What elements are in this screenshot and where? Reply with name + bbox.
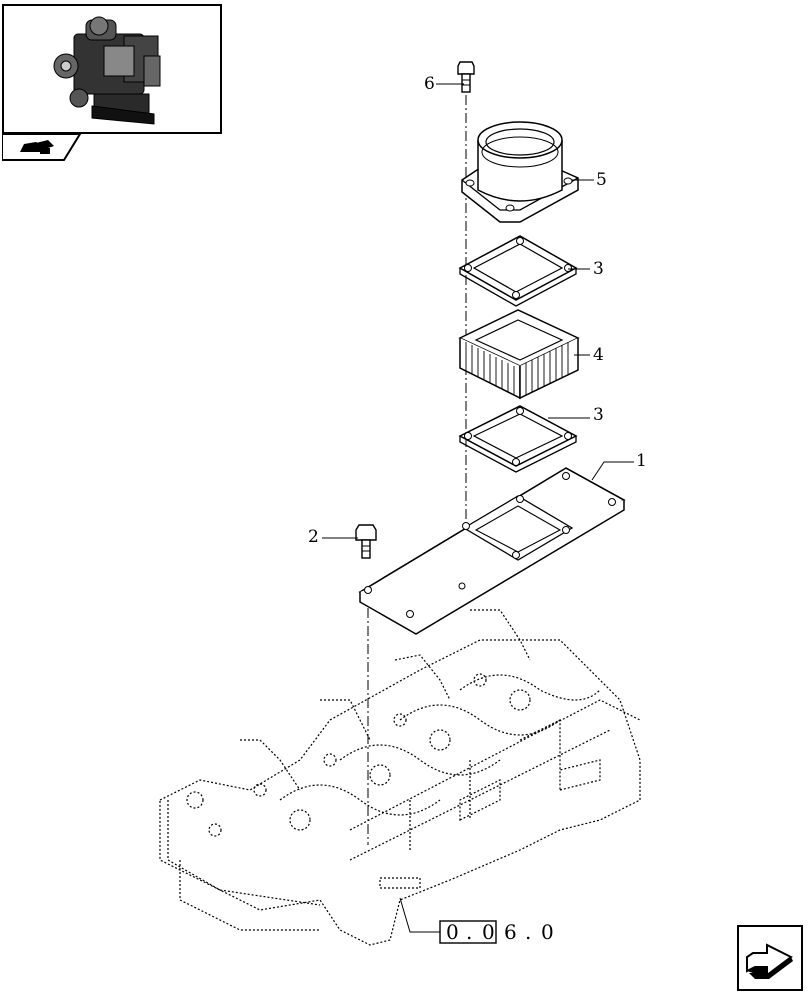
callout-label-6: 6 <box>424 74 435 94</box>
reference-leader <box>399 897 440 933</box>
reference-char-6: 0 <box>541 920 554 944</box>
cover-plate-1[interactable] <box>358 467 626 635</box>
bolt-6[interactable] <box>457 61 475 93</box>
next-page-button[interactable] <box>737 925 803 991</box>
bolt-2[interactable] <box>355 524 377 559</box>
reference-char-1: 0 <box>446 920 459 944</box>
tractor-section-icon <box>20 140 54 154</box>
callout-label-3-lower: 3 <box>593 405 604 425</box>
callout-label-1: 1 <box>636 451 647 471</box>
callout-label-2: 2 <box>308 527 319 547</box>
gasket-3-upper[interactable] <box>458 235 578 307</box>
next-page-arrow-icon <box>746 943 793 979</box>
reference-char-3: 0 <box>482 920 495 944</box>
engine-thumbnail <box>2 4 222 134</box>
reference-char-2: . <box>466 920 472 944</box>
section-tab <box>2 133 82 161</box>
flange-5[interactable] <box>461 121 579 223</box>
reference-char-5: . <box>525 920 531 944</box>
callout-label-5: 5 <box>596 170 607 190</box>
gasket-3-lower[interactable] <box>458 405 578 473</box>
reference-box <box>439 920 497 944</box>
reference-char-4: 6 <box>504 920 517 944</box>
engine-thumbnail-icon <box>53 16 161 125</box>
callout-leader-1 <box>591 461 634 481</box>
callout-label-3-upper: 3 <box>593 259 604 279</box>
spacer-block-4[interactable] <box>458 309 580 400</box>
cylinder-head-phantom <box>159 609 641 946</box>
callout-label-4: 4 <box>593 345 604 365</box>
